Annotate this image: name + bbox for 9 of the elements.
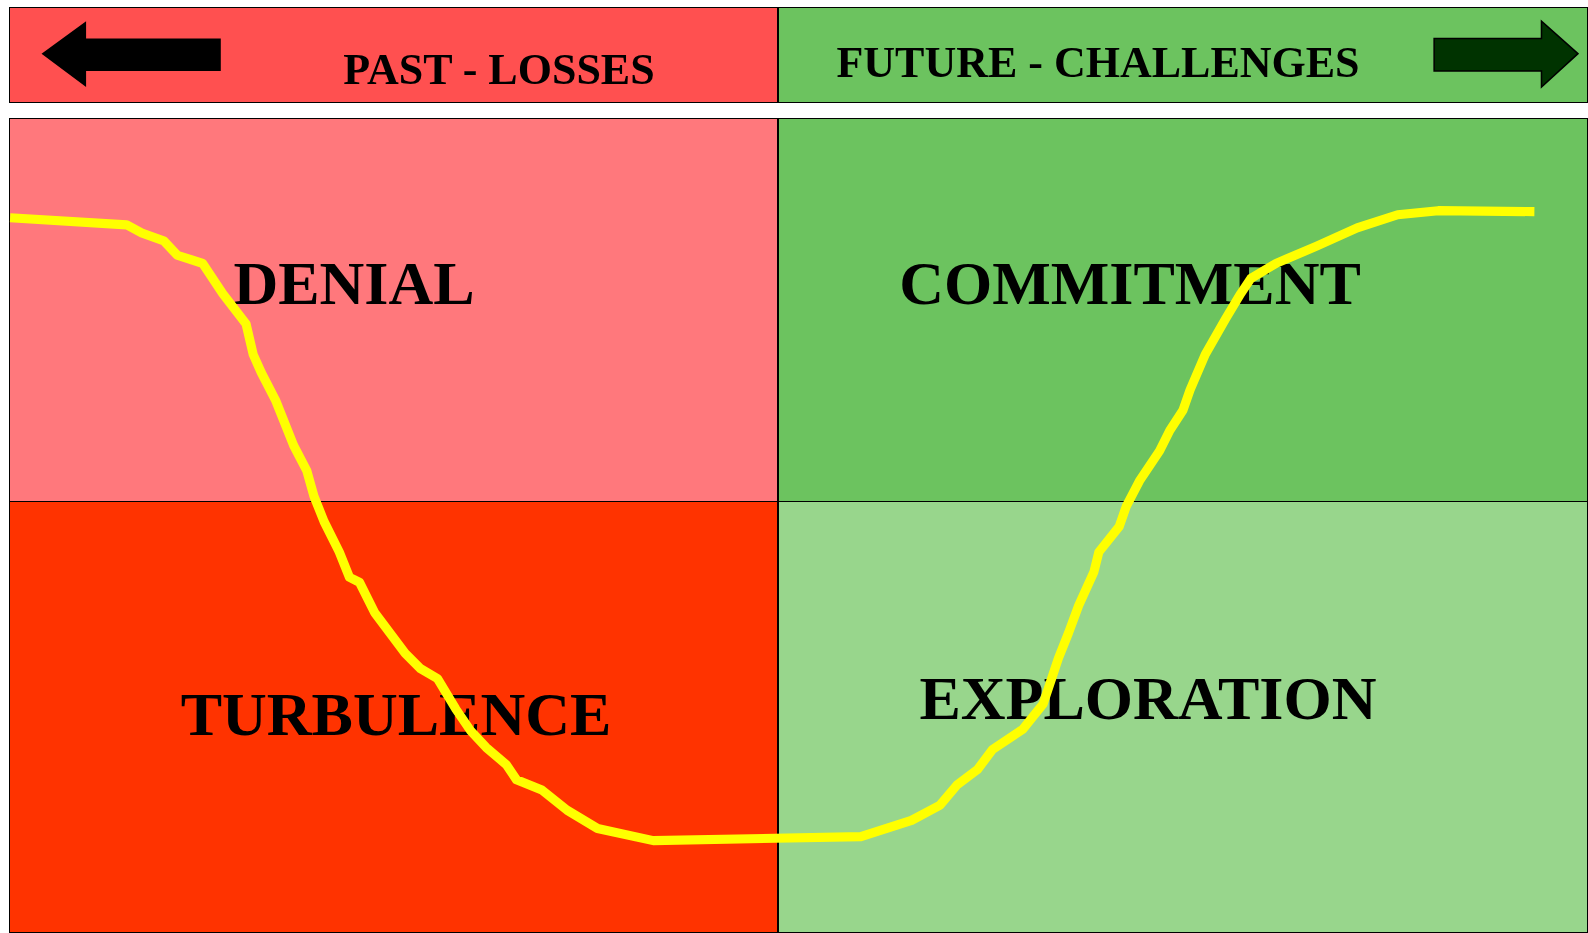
- quadrant-panel: [778, 118, 1588, 502]
- quadrant-panel: [778, 501, 1588, 933]
- quadrant-panel: [9, 118, 778, 502]
- stage-label: DENIAL: [233, 252, 475, 314]
- header-label: PAST - LOSSES: [343, 48, 655, 92]
- future-header-bar: [778, 7, 1588, 103]
- header-label: FUTURE - CHALLENGES: [836, 41, 1360, 85]
- past-header-bar: [9, 7, 778, 103]
- quadrant-panel: [9, 501, 778, 933]
